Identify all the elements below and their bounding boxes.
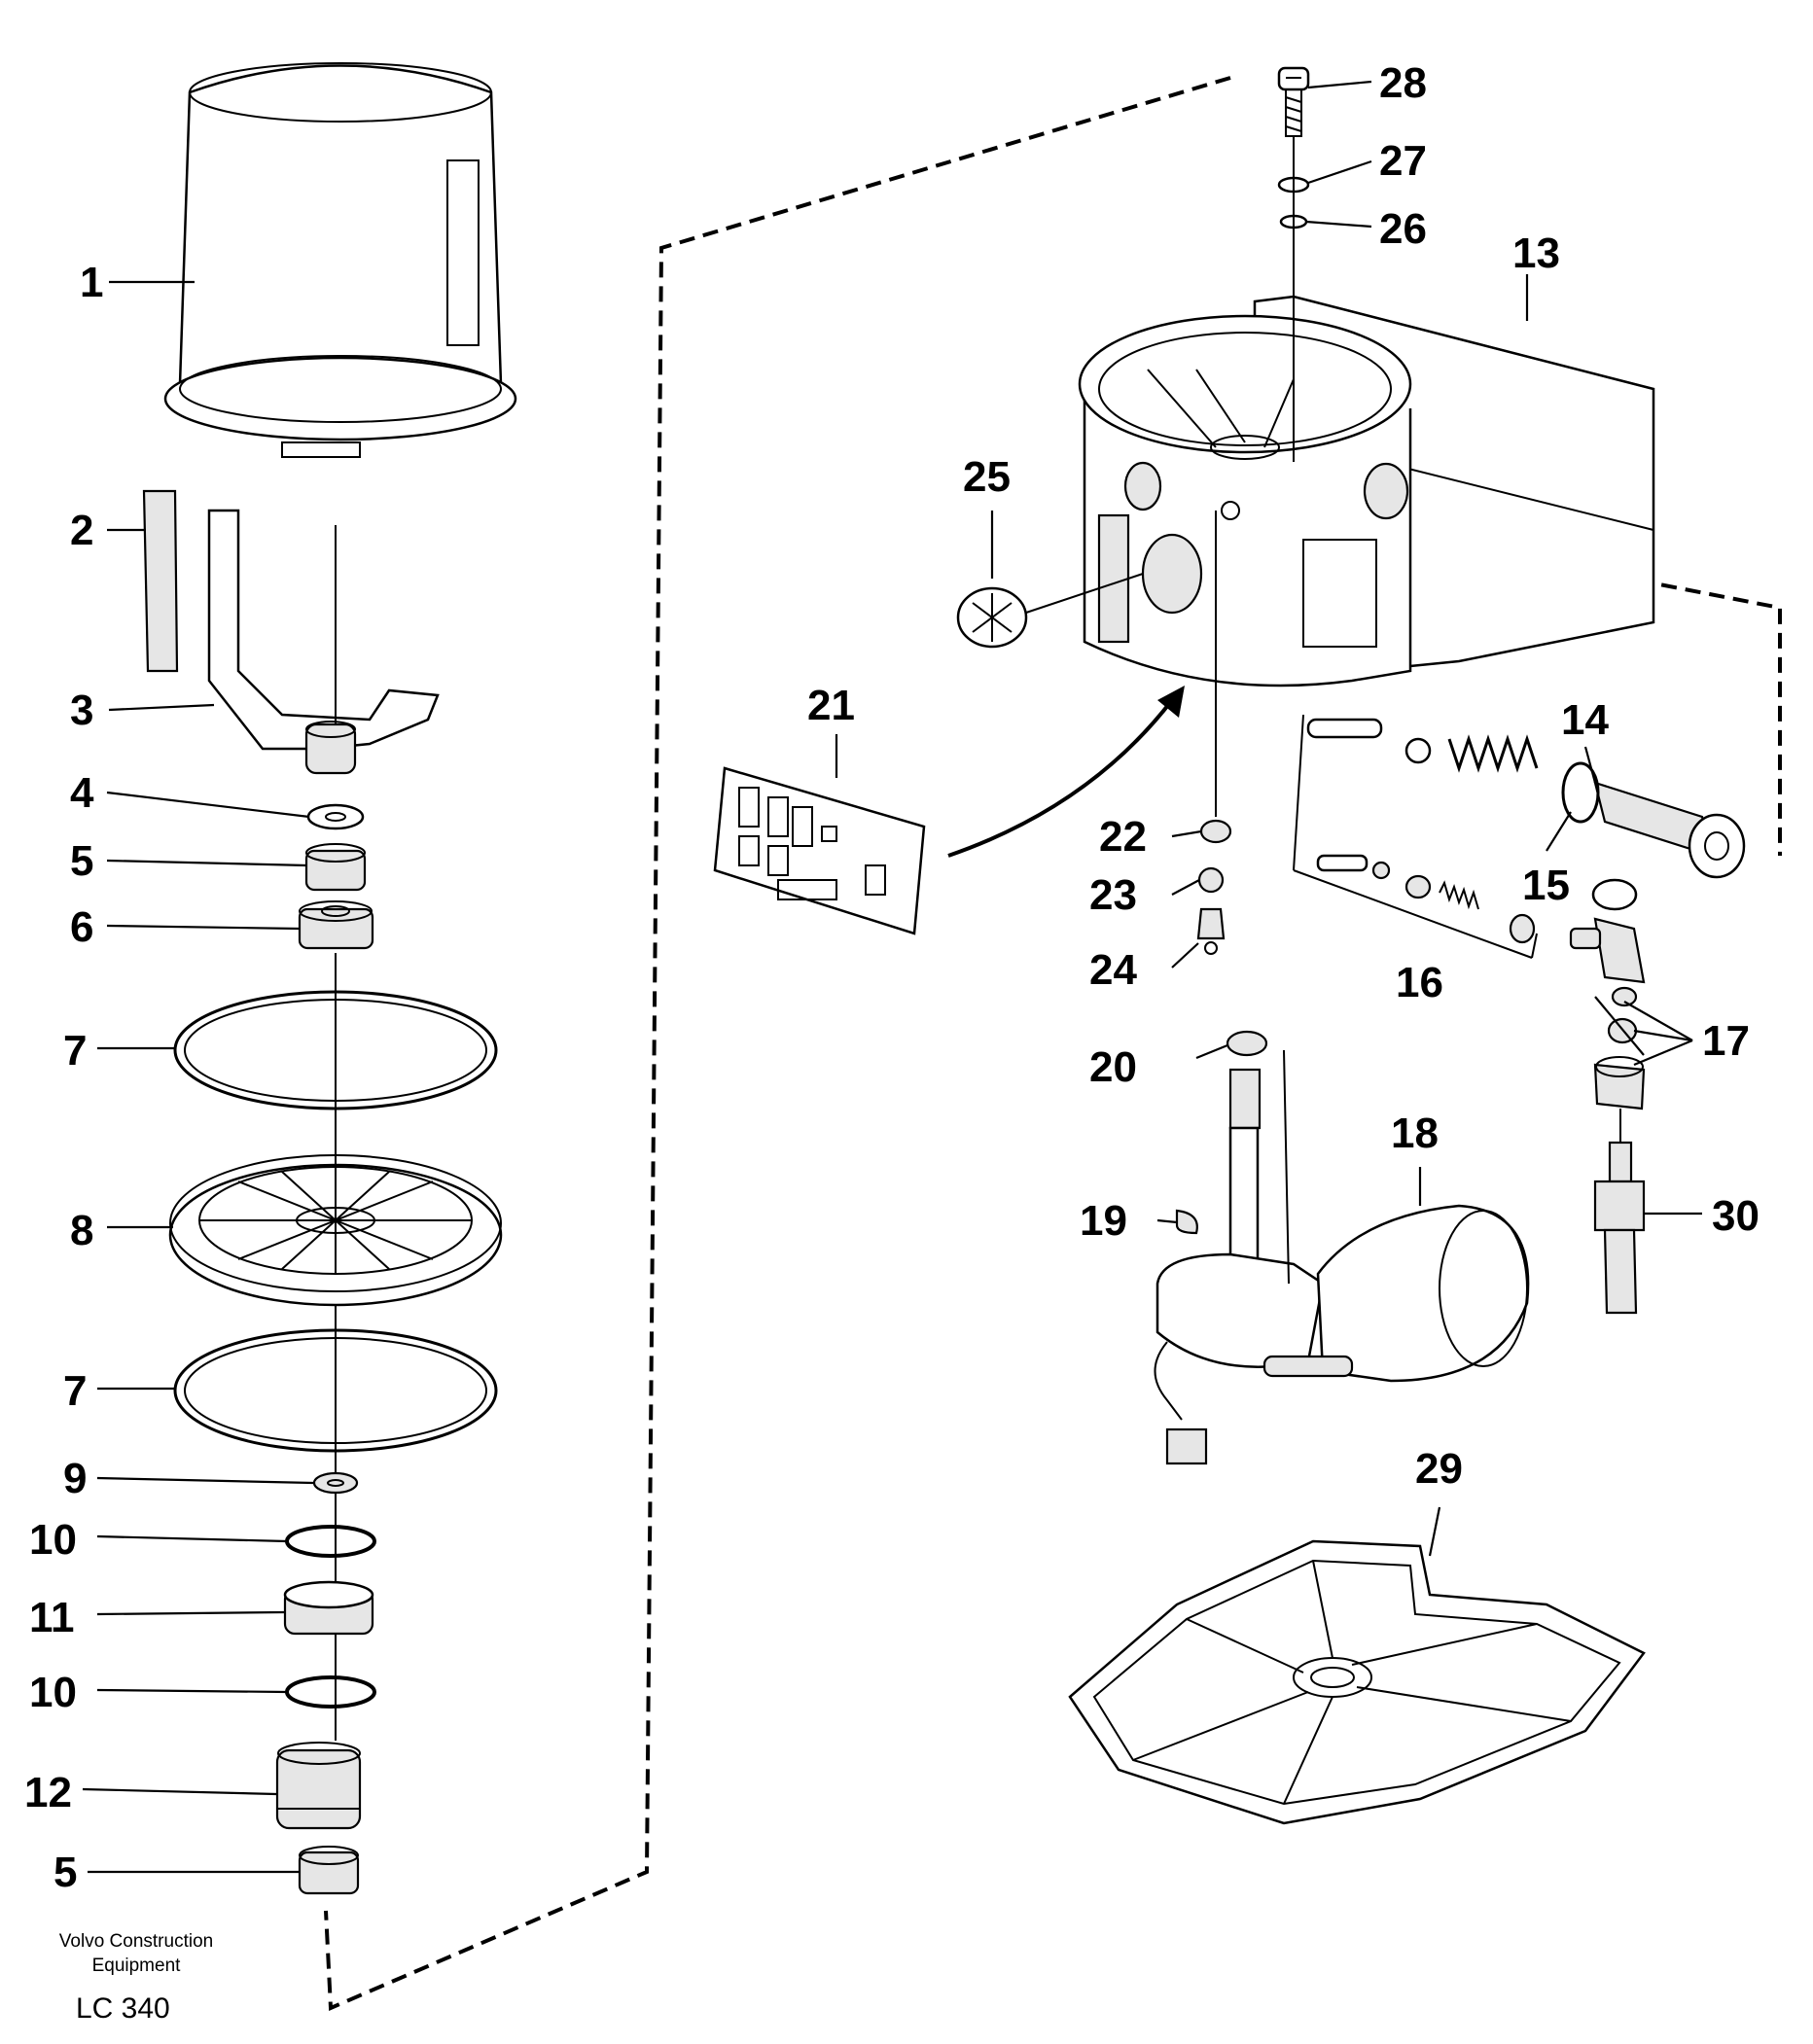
callout-22: 22 xyxy=(1099,813,1147,861)
callout-29: 29 xyxy=(1415,1445,1463,1493)
callout-8: 8 xyxy=(70,1207,93,1254)
callout-23: 23 xyxy=(1089,871,1137,919)
callout-20: 20 xyxy=(1089,1043,1137,1091)
callout-21: 21 xyxy=(807,682,855,729)
arrow-head xyxy=(1157,686,1185,718)
part-6-bearing xyxy=(298,900,374,950)
part-9-washer xyxy=(312,1471,359,1495)
dashed-boundary xyxy=(324,76,1231,2011)
callout-14: 14 xyxy=(1561,696,1609,744)
part-3-stirrer xyxy=(207,509,440,775)
callout-1: 1 xyxy=(80,259,103,306)
part-15-oring xyxy=(1561,761,1600,824)
part-16-valve-kit xyxy=(1316,854,1536,944)
callout-9: 9 xyxy=(63,1455,87,1502)
part-7-oring-upper xyxy=(173,990,498,1110)
part-23-valve-ball xyxy=(1197,866,1225,894)
part-22-seal xyxy=(1199,819,1232,844)
callout-10-upper: 10 xyxy=(29,1516,77,1564)
callout-2: 2 xyxy=(70,507,93,554)
callout-10-lower: 10 xyxy=(29,1669,77,1716)
callout-5-lower: 5 xyxy=(53,1849,77,1896)
part-20-seal xyxy=(1226,1030,1268,1057)
callout-4: 4 xyxy=(70,769,94,817)
callout-5-upper: 5 xyxy=(70,837,93,885)
callout-28: 28 xyxy=(1379,59,1427,107)
callout-6: 6 xyxy=(70,903,93,951)
callout-27: 27 xyxy=(1379,137,1427,185)
callout-7-upper: 7 xyxy=(63,1027,87,1075)
axis-line-motor xyxy=(1283,1049,1290,1285)
callout-15: 15 xyxy=(1522,862,1570,909)
part-5-bushing-upper xyxy=(304,843,367,892)
callout-7-lower: 7 xyxy=(63,1367,87,1415)
part-1-reservoir xyxy=(163,62,517,458)
part-10-circlip-lower xyxy=(285,1675,376,1709)
part-13-pump-housing xyxy=(1078,295,1655,687)
callout-25: 25 xyxy=(963,453,1011,501)
part-17-fitting xyxy=(1569,878,1646,1110)
part-28-screw xyxy=(1277,66,1310,137)
callout-17: 17 xyxy=(1702,1017,1750,1065)
part-30-pipe xyxy=(1593,1141,1646,1315)
callout-12: 12 xyxy=(24,1769,72,1816)
part-5-bushing-lower xyxy=(298,1846,360,1895)
callout-11: 11 xyxy=(29,1594,75,1641)
leader-lines xyxy=(82,80,1702,1874)
part-18-gear-motor xyxy=(1154,1068,1530,1465)
part-14-pump-element xyxy=(1306,718,1746,879)
caption-manufacturer: Volvo Construction xyxy=(59,1931,213,1952)
callout-30: 30 xyxy=(1712,1192,1760,1240)
caption-block: Volvo Construction Equipment LC 340 xyxy=(59,1931,213,2025)
part-19-key xyxy=(1175,1209,1198,1235)
caption-manufacturer-line2: Equipment xyxy=(92,1956,182,1976)
callout-16: 16 xyxy=(1396,959,1443,1006)
part-8-follower-plate xyxy=(168,1154,503,1307)
callout-3: 3 xyxy=(70,687,93,734)
part-25-vent-plug xyxy=(956,573,1144,649)
callout-24: 24 xyxy=(1089,946,1137,994)
callout-labels: 1 2 3 4 5 6 7 8 7 9 10 11 10 12 5 13 14 … xyxy=(24,59,1760,1896)
callout-19: 19 xyxy=(1080,1197,1127,1245)
doc-id: LC 340 xyxy=(76,1992,170,2025)
part-10-circlip-upper xyxy=(285,1525,376,1558)
part-21-circuit-board xyxy=(713,766,926,935)
part-11-sleeve xyxy=(283,1580,374,1636)
part-7-oring-lower xyxy=(173,1328,498,1453)
part-4-washer xyxy=(306,803,365,830)
callout-13: 13 xyxy=(1512,229,1560,277)
arrow-board-to-housing xyxy=(947,698,1174,858)
part-24-valve xyxy=(1196,907,1226,955)
part-12-piston xyxy=(275,1742,362,1830)
part-2-strip xyxy=(142,489,179,673)
bracket-16 xyxy=(1293,714,1538,959)
callout-18: 18 xyxy=(1391,1110,1439,1157)
part-29-base-plate xyxy=(1068,1539,1646,1825)
callout-26: 26 xyxy=(1379,205,1427,253)
